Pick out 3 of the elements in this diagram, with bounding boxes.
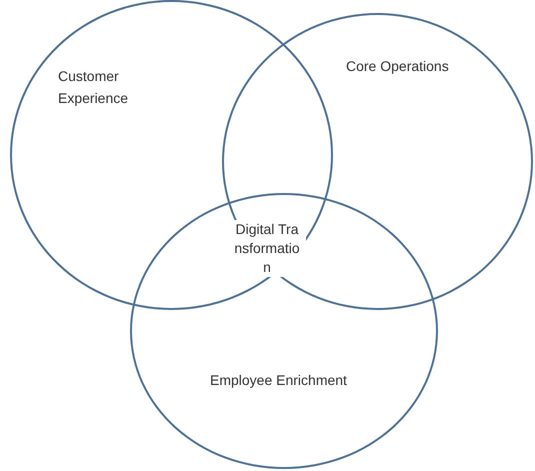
circle-label: Employee Enrichment xyxy=(210,371,348,390)
circle-label: Core Operations xyxy=(346,57,450,76)
circle-label: Customer Experience xyxy=(58,67,130,108)
